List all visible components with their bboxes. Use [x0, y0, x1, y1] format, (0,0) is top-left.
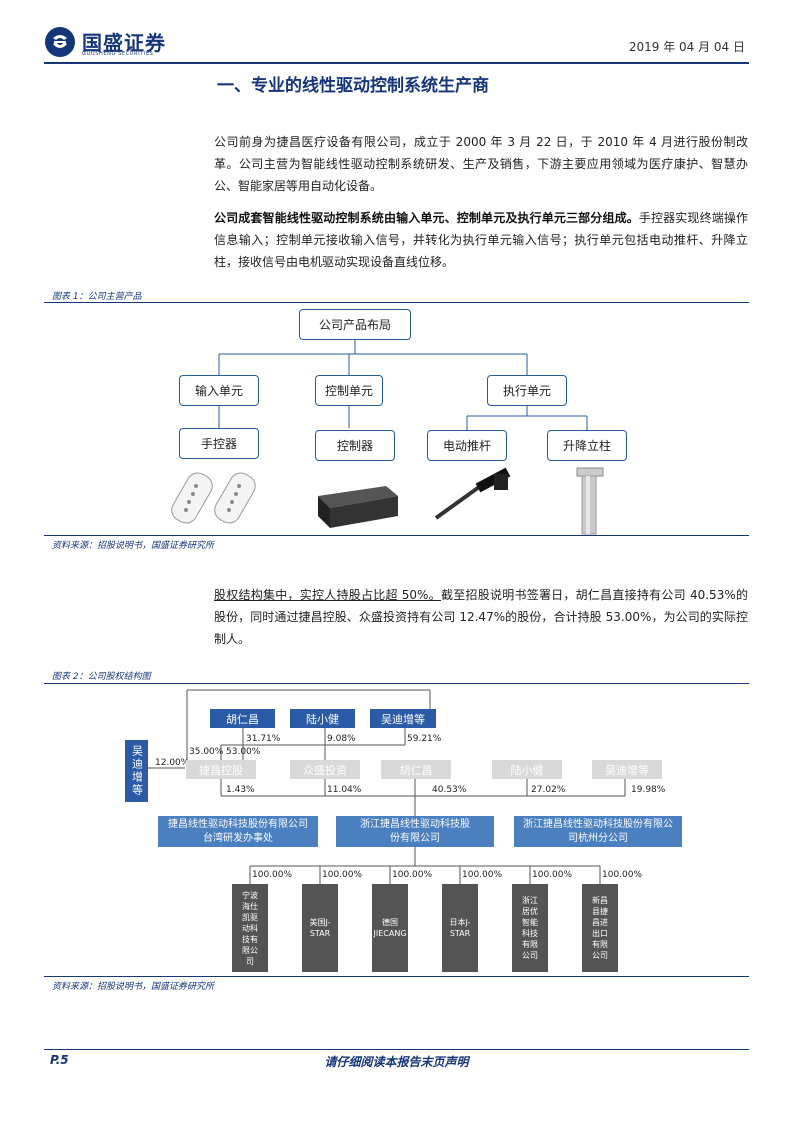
- electric-actuator-image: [434, 467, 511, 520]
- execution-unit-node: 执行单元: [487, 375, 567, 406]
- lifting-column-node: 升降立柱: [547, 430, 627, 461]
- holder-jiechang-holdings: 捷昌控股: [186, 760, 256, 779]
- subsidiary-usa-jstar: 美国J-STAR: [302, 884, 338, 972]
- paragraph-body: 手控器实现终端操作信息输入；控制单元接收输入信号，并转化为执行单元输入信号；执行…: [214, 211, 748, 269]
- subsidiary-japan-jstar: 日本J-STAR: [442, 884, 478, 972]
- pct-holdings-stake: 1.43%: [226, 785, 255, 795]
- paragraph-ownership: 股权结构集中，实控人持股占比超 50%。截至招股说明书签署日，胡仁昌直接持有公司…: [214, 584, 748, 650]
- subsidiary-zhejiang-juyou: 浙江居优智能科技有限公司: [512, 884, 548, 972]
- figure2-connectors: [148, 689, 626, 884]
- figure2-source: 资料来源：招股说明书，国盛证券研究所: [52, 982, 215, 992]
- pct-hu-stake: 40.53%: [432, 785, 467, 795]
- product-layout-root-node: 公司产品布局: [299, 309, 411, 340]
- header-divider: [44, 62, 749, 64]
- hand-controller-node: 手控器: [179, 428, 259, 459]
- subsidiary-xinchang-import-export: 新昌县捷昌进出口有限公司: [582, 884, 618, 972]
- pct-zhongsheng-stake: 11.04%: [327, 785, 362, 795]
- brand-name: 国盛证券: [82, 31, 166, 55]
- paragraph-company-history: 公司前身为捷昌医疗设备有限公司，成立于 2000 年 3 月 22 日，于 20…: [214, 135, 748, 193]
- figure1-title: 图表 1：公司主营产品: [52, 292, 142, 302]
- subsidiary-pct: 100.00%: [252, 870, 293, 880]
- pct-wu-stake: 19.98%: [631, 785, 666, 795]
- brand-subtitle: GUOSHENG SECURITIES: [82, 51, 154, 57]
- pct-53: 53.00%: [226, 747, 261, 757]
- pct-12: 12.00%: [155, 758, 190, 768]
- pct-lu-to-holdings: 9.08%: [327, 734, 356, 744]
- subsidiary-ningbo: 宁波海仕凯驱动科技有限公司: [232, 884, 268, 972]
- controller-node: 控制器: [315, 430, 395, 461]
- shareholder-lu-xiaojian-top: 陆小健: [290, 709, 355, 728]
- figure1-connectors: [171, 340, 604, 535]
- footer-divider: [44, 1049, 749, 1050]
- figure1-top-rule: [44, 302, 749, 303]
- subsidiary-pct: 100.00%: [462, 870, 503, 880]
- lifting-column-image: [576, 467, 604, 535]
- holder-wu-dizeng: 吴迪增等: [592, 760, 662, 779]
- page-number: P.5: [50, 1053, 69, 1067]
- holder-zhongsheng-investment: 众盛投资: [290, 760, 360, 779]
- subsidiary-pct: 100.00%: [532, 870, 573, 880]
- shareholder-wu-dizeng-top: 吴迪增等: [370, 709, 436, 728]
- figure1-source: 资料来源：招股说明书，国盛证券研究所: [52, 541, 215, 551]
- holder-hu-renchang: 胡仁昌: [381, 760, 451, 779]
- subsidiary-germany-jiecang: 德国JIECANG: [372, 884, 408, 972]
- electric-actuator-node: 电动推杆: [427, 430, 507, 461]
- shareholder-wu-dizeng-side: 吴迪增等: [125, 740, 148, 802]
- subsidiary-pct: 100.00%: [602, 870, 643, 880]
- pct-35: 35.00%: [189, 747, 224, 757]
- input-unit-node: 输入单元: [179, 375, 259, 406]
- paragraph-underlined-lead: 股权结构集中，实控人持股占比超 50%。: [214, 588, 441, 602]
- hand-controller-image: [171, 472, 256, 524]
- report-date: 2019 年 04 月 04 日: [628, 40, 745, 54]
- paragraph-system-composition: 公司成套智能线性驱动控制系统由输入单元、控制单元及执行单元三部分组成。手控器实现…: [214, 207, 748, 273]
- controller-box-image: [318, 486, 398, 528]
- shareholder-hu-renchang-top: 胡仁昌: [210, 709, 275, 728]
- subsidiary-pct: 100.00%: [392, 870, 433, 880]
- figure2-title: 图表 2：公司股权结构图: [52, 672, 151, 682]
- paragraph-body: 截至招股说明书签署日，胡仁昌直接持有公司 40.53%的股份，同时通过捷昌控股、…: [214, 588, 748, 646]
- holder-lu-xiaojian: 陆小健: [492, 760, 562, 779]
- main-company: 浙江捷昌线性驱动科技股份有限公司: [336, 816, 494, 847]
- company-logo-icon: [45, 27, 75, 57]
- pct-lu-stake: 27.02%: [531, 785, 566, 795]
- subsidiary-pct: 100.00%: [322, 870, 363, 880]
- figure2-top-rule: [44, 683, 749, 684]
- control-unit-node: 控制单元: [315, 375, 383, 406]
- taiwan-rd-office: 捷昌线性驱动科技股份有限公司台湾研发办事处: [158, 816, 318, 847]
- pct-wu-to-holdings: 59.21%: [407, 734, 442, 744]
- hangzhou-branch: 浙江捷昌线性驱动科技股份有限公司杭州分公司: [514, 816, 682, 847]
- pct-hu-to-jiechang-holdings: 31.71%: [246, 734, 281, 744]
- section-title: 一、专业的线性驱动控制系统生产商: [217, 76, 489, 96]
- footer-disclaimer: 请仔细阅读本报告末页声明: [324, 1055, 469, 1069]
- figure2-bottom-rule: [44, 976, 749, 977]
- paragraph-bold-lead: 公司成套智能线性驱动控制系统由输入单元、控制单元及执行单元三部分组成。: [214, 211, 639, 225]
- figure1-bottom-rule: [44, 535, 749, 536]
